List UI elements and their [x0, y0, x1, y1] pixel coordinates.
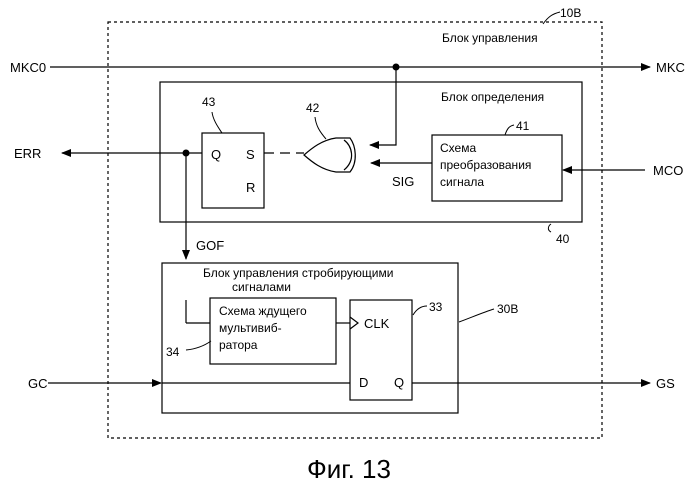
- conversion-line3: сигнала: [440, 175, 484, 189]
- gate-block-line2: сигналами: [232, 280, 291, 294]
- latch-q: Q: [211, 147, 221, 162]
- gate-block: [162, 263, 458, 413]
- xor-input-curve: [344, 140, 352, 170]
- ff-clk: CLK: [364, 316, 390, 331]
- ref-10b-leader: [543, 12, 560, 24]
- figure-caption: Фиг. 13: [307, 454, 391, 484]
- conversion-line2: преобразования: [440, 158, 531, 172]
- ref-30b: 30B: [497, 302, 518, 316]
- signal-err: ERR: [14, 146, 41, 161]
- conversion-ref-leader: [505, 125, 514, 135]
- detect-block-label: Блок определения: [441, 90, 544, 104]
- signal-gof: GOF: [196, 238, 224, 253]
- signal-gs: GS: [656, 376, 675, 391]
- ff-clk-triangle: [350, 317, 358, 329]
- control-block-label: Блок управления: [442, 31, 538, 45]
- gate-block-line1: Блок управления стробирующими: [203, 266, 393, 280]
- latch-r: R: [246, 180, 255, 195]
- ref-40: 40: [556, 232, 570, 246]
- oneshot-line3: ратора: [219, 338, 258, 352]
- latch-s: S: [246, 147, 255, 162]
- signal-sig: SIG: [392, 174, 414, 189]
- control-block-outline: [108, 22, 602, 438]
- signal-mkc0: MKC0: [10, 60, 46, 75]
- xor-ref: 42: [306, 101, 320, 115]
- latch-box: [202, 133, 264, 208]
- signal-mco: MCO: [653, 163, 683, 178]
- signal-gc: GC: [28, 376, 48, 391]
- oneshot-line2: мультивиб-: [219, 321, 282, 335]
- oneshot-ref-leader: [186, 341, 211, 350]
- oneshot-line1: Схема ждущего: [219, 304, 307, 318]
- conversion-ref: 41: [516, 119, 530, 133]
- ff-d: D: [359, 375, 368, 390]
- ff-ref: 33: [429, 300, 443, 314]
- wire-mkc-tap: [370, 67, 396, 145]
- ref-10b: 10B: [560, 6, 581, 20]
- xor-ref-leader: [315, 117, 326, 139]
- ff-ref-leader: [413, 306, 427, 315]
- signal-mkc: MKC: [656, 60, 685, 75]
- conversion-line1: Схема: [440, 141, 476, 155]
- latch-ref: 43: [202, 95, 216, 109]
- oneshot-ref: 34: [166, 345, 180, 359]
- latch-ref-leader: [212, 112, 222, 133]
- ff-q: Q: [394, 375, 404, 390]
- ref-30b-leader: [459, 309, 494, 322]
- ref-40-leader: [548, 224, 551, 232]
